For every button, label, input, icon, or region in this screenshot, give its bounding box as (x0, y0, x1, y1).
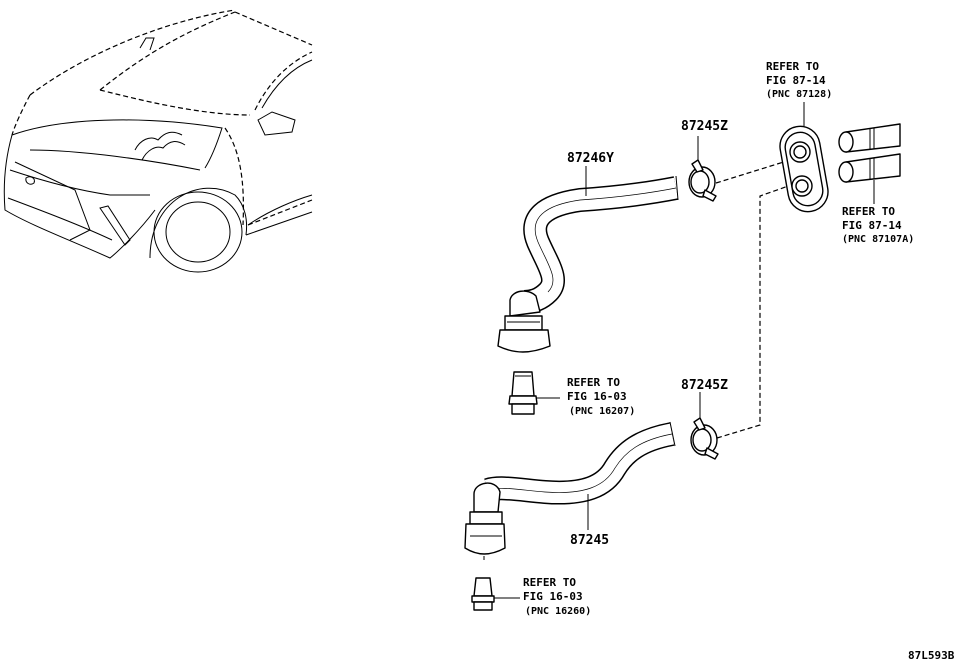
ref-grommet: REFER TO FIG 87-14 (PNC 87128) (766, 60, 832, 100)
hose-clamp-top (688, 136, 717, 202)
part-number-87246y: 87246Y (567, 151, 614, 196)
part-number-87245z-bottom: 87245Z (681, 378, 728, 393)
heater-hose-87245 (464, 421, 676, 560)
svg-text:(PNC 16207): (PNC 16207) (569, 406, 635, 417)
svg-text:FIG 16-03: FIG 16-03 (523, 590, 583, 603)
svg-text:FIG 87-14: FIG 87-14 (766, 74, 826, 87)
upper-water-outlet-fitting (508, 371, 560, 415)
svg-text:REFER TO: REFER TO (766, 60, 819, 73)
heater-pipes (838, 123, 901, 204)
ref-upper-fitting: REFER TO FIG 16-03 (PNC 16207) (567, 376, 635, 417)
ref-lower-fitting: REFER TO FIG 16-03 (PNC 16260) (523, 576, 591, 617)
svg-text:(PNC 87107A): (PNC 87107A) (842, 234, 914, 245)
diagram-code: 87L593B (908, 649, 955, 662)
svg-text:FIG 87-14: FIG 87-14 (842, 219, 902, 232)
svg-text:(PNC 87128): (PNC 87128) (766, 89, 832, 100)
hose-clamp-bottom (690, 392, 719, 460)
svg-text:(PNC 16260): (PNC 16260) (525, 606, 591, 617)
connection-line-bottom (716, 183, 795, 439)
part-number-87245z-top: 87245Z (681, 119, 728, 134)
svg-text:87246Y: 87246Y (567, 151, 614, 166)
svg-text:REFER TO: REFER TO (567, 376, 620, 389)
part-number-87245: 87245 (570, 494, 609, 548)
ref-pipes: REFER TO FIG 87-14 (PNC 87107A) (842, 205, 914, 245)
lower-water-outlet-fitting (471, 577, 520, 611)
vehicle-locator-illustration (3, 9, 313, 273)
grommet (779, 102, 829, 213)
connection-line-top (715, 159, 791, 184)
svg-text:REFER TO: REFER TO (523, 576, 576, 589)
heater-hose-87246y (497, 175, 679, 353)
svg-text:FIG 16-03: FIG 16-03 (567, 390, 627, 403)
svg-text:87245: 87245 (570, 533, 609, 548)
svg-text:REFER TO: REFER TO (842, 205, 895, 218)
